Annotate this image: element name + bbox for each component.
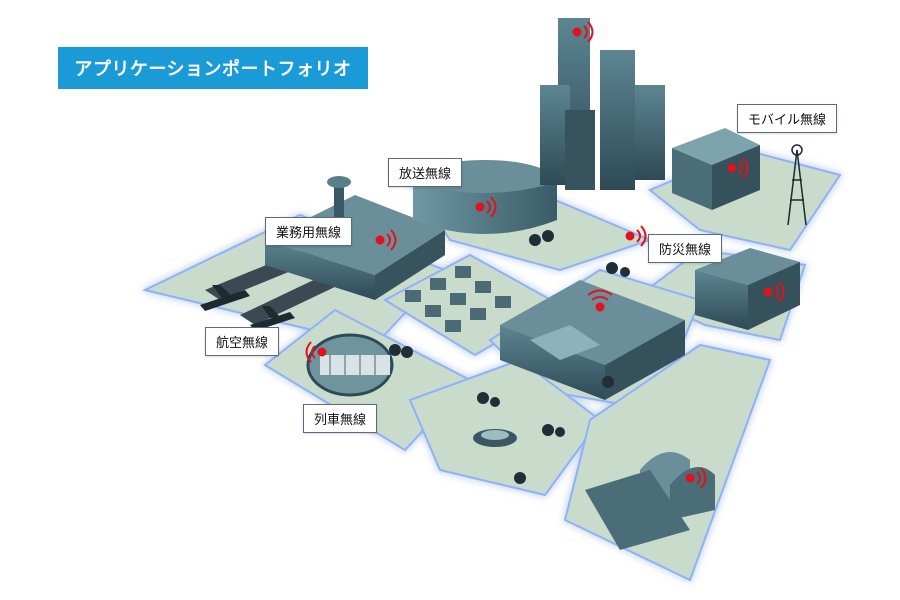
signal-skyscraper-icon — [572, 21, 594, 43]
signal-train-icon — [305, 341, 327, 363]
trees — [389, 230, 630, 484]
signal-mobile-icon — [727, 157, 749, 179]
signal-markers — [305, 21, 785, 489]
signal-cityhall-icon — [587, 289, 613, 312]
residential-houses — [405, 266, 511, 332]
signal-broadcast-icon — [475, 196, 497, 218]
label-broadcast-radio: 放送無線 — [388, 158, 463, 187]
park-fountain — [473, 429, 517, 447]
signal-military-icon — [685, 467, 707, 489]
label-mobile-radio: モバイル無線 — [737, 104, 838, 133]
label-aviation-radio: 航空無線 — [205, 327, 280, 356]
label-business-radio: 業務用無線 — [265, 217, 353, 246]
city-hall — [500, 280, 685, 400]
airplane-icons — [200, 285, 295, 331]
signal-disaster-icon — [763, 281, 785, 303]
antenna-tower — [787, 144, 807, 226]
skyscrapers — [540, 18, 665, 190]
business-building — [265, 195, 445, 300]
disaster-building — [695, 248, 800, 330]
label-train-radio: 列車無線 — [303, 404, 378, 433]
portfolio-title-banner: アプリケーションポートフォリオ — [58, 47, 368, 89]
signal-plaza-icon — [625, 225, 647, 247]
control-tower — [327, 176, 351, 225]
mobile-building — [672, 128, 760, 210]
signal-business-icon — [375, 229, 397, 251]
label-disaster-radio: 防災無線 — [648, 234, 723, 263]
military-hangars — [585, 452, 715, 550]
train-tunnel — [306, 333, 394, 397]
